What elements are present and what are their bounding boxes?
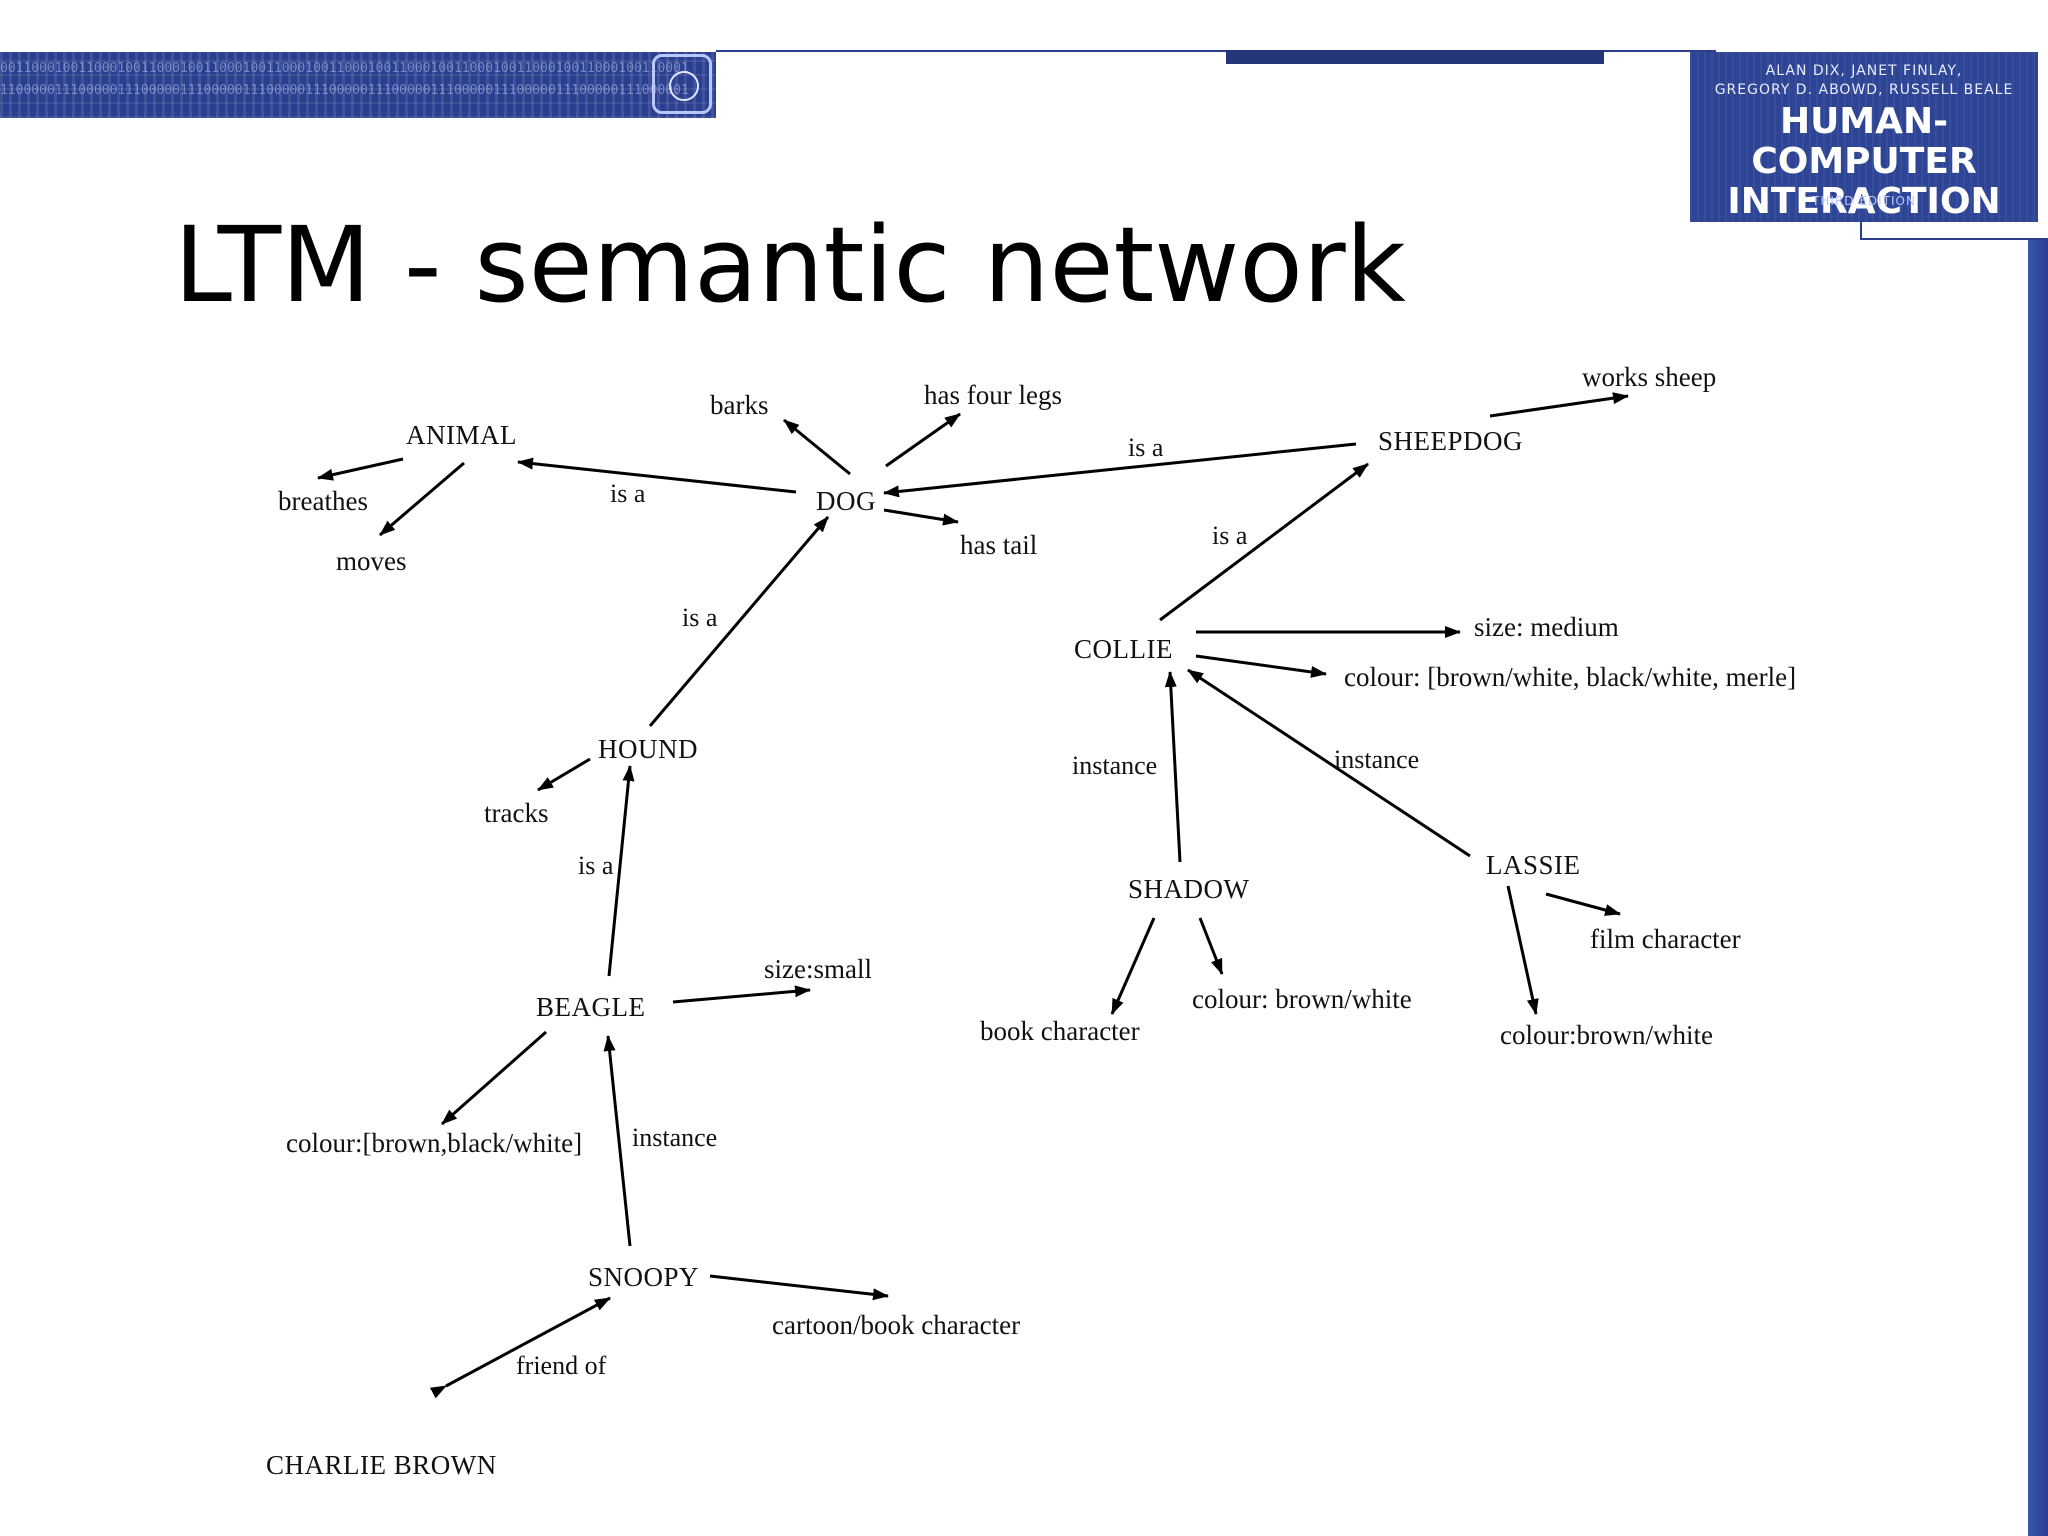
edge-sheepdog-works — [1489, 392, 1629, 418]
book-authors: ALAN DIX, JANET FINLAY, GREGORY D. ABOWD… — [1690, 62, 2038, 100]
edge-label-beagle-hound: is a — [578, 851, 614, 880]
edge-snoopy-beagle — [603, 1035, 632, 1247]
slide-title: LTM - semantic network — [174, 204, 1406, 326]
book-title-line1: HUMAN-COMPUTER — [1751, 101, 1977, 182]
header-rule-accent — [1226, 50, 1604, 64]
edge-label-lassie-collie: instance — [1334, 745, 1419, 774]
edge-beagle-hound — [607, 765, 635, 977]
book-edition: THIRD EDITION — [1812, 194, 1916, 208]
node-collie: COLLIE — [1074, 634, 1173, 664]
edge-dog-four-legs — [885, 412, 961, 468]
edge-lassie-collie — [1187, 668, 1471, 858]
edge-hound-tracks — [537, 757, 591, 792]
edge-dog-barks — [783, 418, 851, 476]
book-authors-line1: ALAN DIX, JANET FINLAY, — [1765, 63, 1963, 79]
node-animal: ANIMAL — [406, 420, 517, 450]
prop-beagle-size: size:small — [764, 954, 872, 984]
prop-breathes: breathes — [278, 486, 368, 516]
edge-beagle-size — [672, 985, 811, 1004]
node-beagle: BEAGLE — [536, 992, 645, 1022]
prop-cartoon-book-character: cartoon/book character — [772, 1310, 1020, 1340]
book-cover-logo: ALAN DIX, JANET FINLAY, GREGORY D. ABOWD… — [1690, 52, 2038, 222]
prop-collie-size: size: medium — [1474, 612, 1619, 642]
edge-label-snoopy-charlie: friend of — [516, 1351, 607, 1380]
edge-animal-moves — [379, 461, 465, 537]
edge-shadow-colour — [1198, 917, 1224, 975]
edge-snoopy-cartoon — [709, 1274, 889, 1301]
edge-beagle-colour — [441, 1030, 547, 1126]
header-rule — [716, 50, 1716, 52]
edge-label-sheepdog-dog: is a — [1128, 433, 1164, 462]
node-snoopy: SNOOPY — [588, 1262, 699, 1292]
node-shadow: SHADOW — [1128, 874, 1250, 904]
edge-hound-dog — [648, 516, 830, 727]
header-binary-banner: 0011000100110001001100010011000100110001… — [0, 52, 716, 118]
right-edge-strip — [2028, 240, 2048, 1536]
prop-has-four-legs: has four legs — [924, 380, 1062, 410]
edge-collie-sheepdog — [1159, 462, 1369, 622]
edge-animal-breathes — [317, 457, 404, 481]
edge-label-snoopy-beagle: instance — [632, 1123, 717, 1152]
edge-snoopy-charlie — [429, 1296, 611, 1399]
edge-label-hound-dog: is a — [682, 603, 718, 632]
edge-collie-colour — [1195, 654, 1327, 678]
edge-shadow-collie — [1164, 671, 1182, 863]
book-authors-line2: GREGORY D. ABOWD, RUSSELL BEALE — [1714, 82, 2014, 98]
edge-lassie-colour — [1506, 885, 1539, 1015]
node-lassie: LASSIE — [1486, 850, 1581, 880]
prop-book-character: book character — [980, 1016, 1140, 1046]
prop-works-sheep: works sheep — [1582, 362, 1716, 392]
edge-label-collie-sheepdog: is a — [1212, 521, 1248, 550]
node-sheepdog: SHEEPDOG — [1378, 426, 1523, 456]
binary-pattern: 0011000100110001001100010011000100110001… — [0, 61, 689, 98]
book-title-line2: INTERACTION — [1727, 181, 2001, 222]
edge-sheepdog-dog — [883, 442, 1357, 498]
edge-label-dog-animal: is a — [610, 479, 646, 508]
network-edges — [317, 392, 1629, 1399]
node-dog: DOG — [816, 486, 876, 516]
node-hound: HOUND — [598, 734, 698, 764]
edge-dog-animal — [517, 457, 797, 494]
emblem-icon — [652, 54, 712, 114]
node-charlie-brown: CHARLIE BROWN — [266, 1450, 497, 1480]
prop-beagle-colour: colour:[brown,black/white] — [286, 1128, 582, 1158]
edge-dog-tail — [883, 508, 959, 526]
cover-underline — [1860, 220, 2048, 240]
prop-moves: moves — [336, 546, 407, 576]
prop-lassie-colour: colour:brown/white — [1500, 1020, 1713, 1050]
edge-lassie-film — [1545, 892, 1621, 916]
prop-barks: barks — [710, 390, 768, 420]
prop-shadow-colour: colour: brown/white — [1192, 984, 1412, 1014]
property-labels: breathes moves barks has four legs has t… — [278, 362, 1796, 1340]
edge-shadow-book — [1110, 917, 1156, 1015]
prop-film-character: film character — [1590, 924, 1741, 954]
prop-collie-colour: colour: [brown/white, black/white, merle… — [1344, 662, 1796, 692]
edge-label-shadow-collie: instance — [1072, 751, 1157, 780]
prop-has-tail: has tail — [960, 530, 1037, 560]
edge-labels: is a is a is a is a is a instance instan… — [516, 433, 1419, 1380]
concept-nodes: ANIMAL DOG SHEEPDOG HOUND COLLIE BEAGLE … — [266, 420, 1581, 1480]
prop-tracks: tracks — [484, 798, 548, 828]
book-title: HUMAN-COMPUTER INTERACTION — [1690, 102, 2038, 222]
